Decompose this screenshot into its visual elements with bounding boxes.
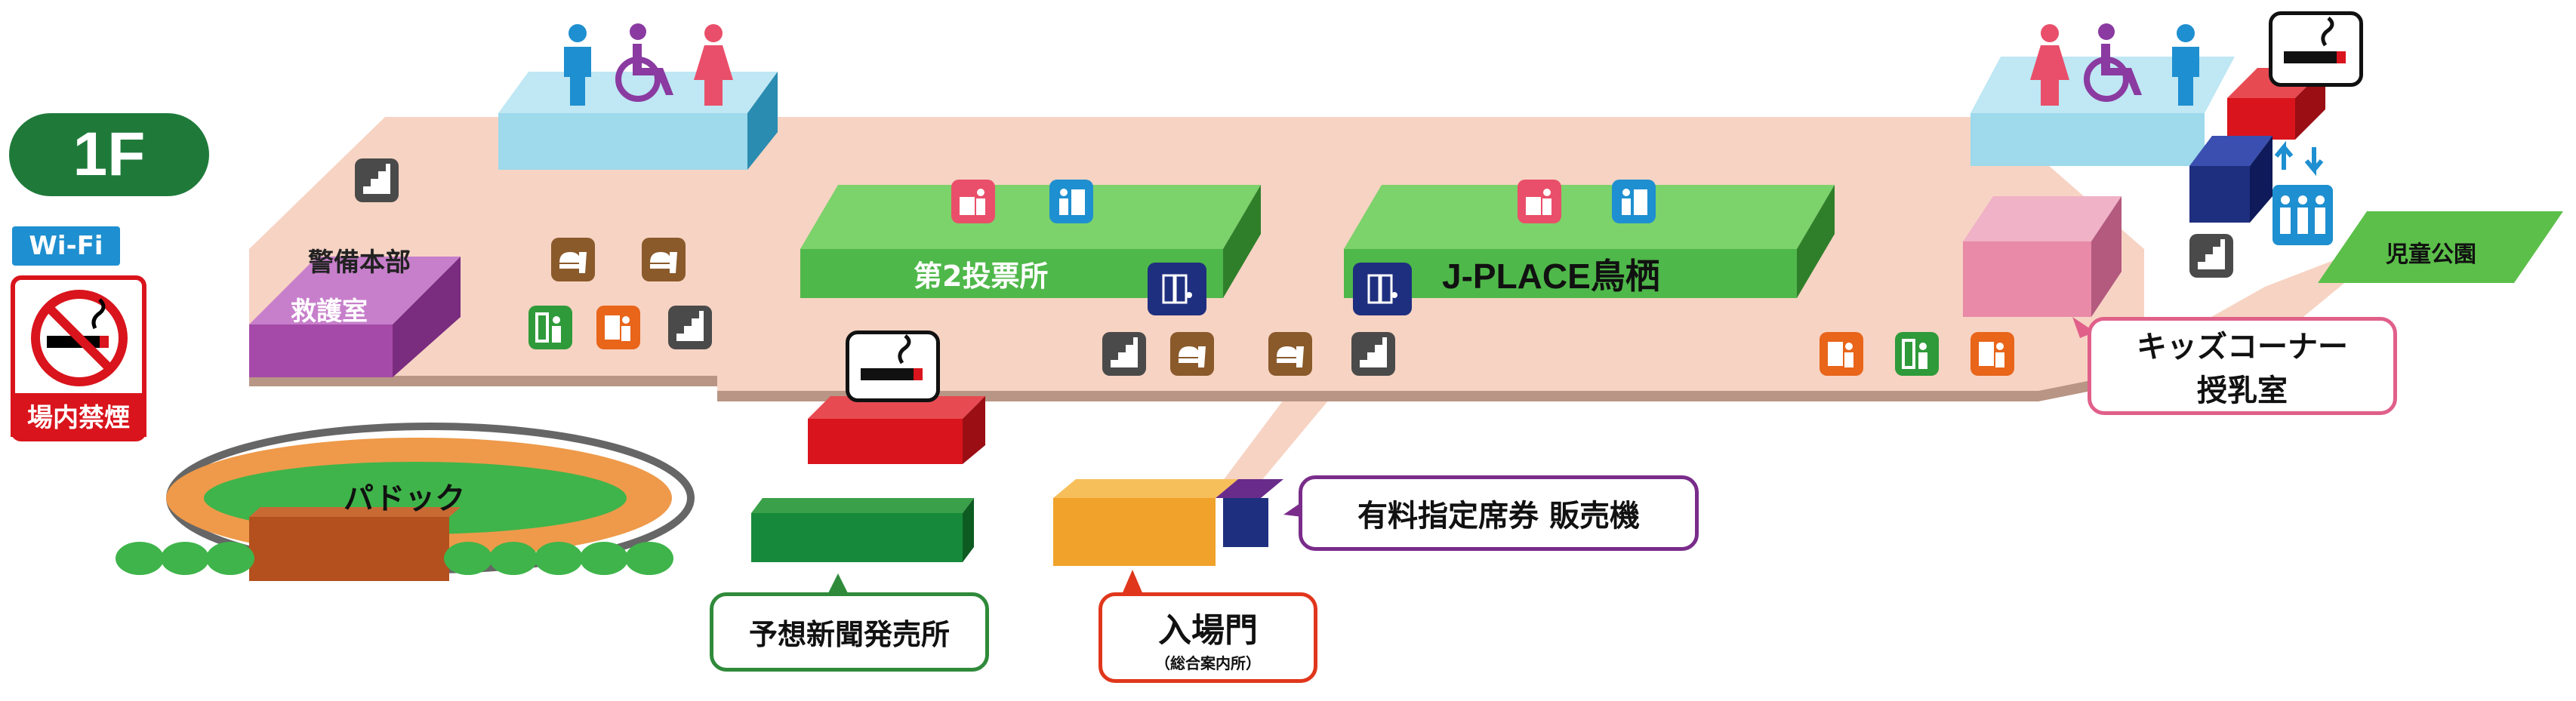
betting-machine-icon: [951, 180, 995, 223]
stairs-icon: [1351, 332, 1395, 376]
kids-corner-label: キッズコーナー: [2137, 330, 2348, 364]
ticket-vending-icon: [1820, 332, 1863, 376]
entrance-gate-callout: 入場門 （総合案内所）: [1098, 592, 1317, 683]
stairs-icon: [355, 158, 399, 202]
ticket-machine-callout: 有料指定席券 販売機: [1299, 475, 1699, 551]
entrance-gate-sub: （総合案内所）: [1155, 653, 1261, 672]
no-smoking-sign: 場内禁煙: [11, 275, 146, 441]
food-icon: [551, 238, 595, 281]
betting-machine-icon: [1518, 180, 1561, 223]
security-hq-label: 警備本部: [308, 248, 411, 278]
kids-park-label: 児童公園: [2386, 241, 2476, 268]
kids-corner-callout: キッズコーナー 授乳室: [2088, 317, 2397, 415]
entrance-gate-label: 入場門: [1158, 610, 1258, 650]
stairs-icon: [668, 306, 712, 349]
paddock-label: パドック: [344, 481, 466, 516]
floor-label: 1F: [72, 120, 146, 189]
ticket-vending-icon: [1971, 332, 2014, 376]
wheelchair-restroom-icon-right: [2084, 23, 2142, 102]
no-smoking-label: 場内禁煙: [27, 402, 130, 433]
wifi-label: Wi-Fi: [29, 231, 103, 261]
smoking-area-icon-right: [2269, 11, 2363, 87]
floor-badge: 1F: [9, 113, 209, 196]
ticket-vending-icon: [596, 306, 640, 349]
payout-icon: [1895, 332, 1939, 376]
female-restroom-icon-right: [2030, 24, 2069, 106]
stairs-icon: [1102, 332, 1146, 376]
elevator-icon: [2272, 140, 2333, 245]
wheelchair-restroom-icon: [615, 23, 673, 102]
locker-icon: [1148, 263, 1206, 315]
male-restroom-icon-right: [2172, 24, 2199, 106]
voting-2-label: 第2投票所: [914, 260, 1049, 293]
payout-icon: [528, 306, 572, 349]
newspaper-shop-label: 予想新聞発売所: [748, 618, 950, 651]
jplace-label: J-PLACE鳥栖: [1442, 257, 1660, 296]
nursing-room-label: 授乳室: [2197, 374, 2288, 408]
newspaper-shop-callout: 予想新聞発売所: [710, 592, 989, 672]
food-icon: [642, 238, 686, 281]
food-icon: [1170, 332, 1214, 376]
smoking-area-icon: [846, 331, 940, 402]
food-icon: [1268, 332, 1312, 376]
male-restroom-icon: [564, 24, 591, 106]
locker-icon: [1353, 263, 1412, 315]
atm-icon: [1612, 180, 1656, 223]
atm-icon: [1049, 180, 1093, 223]
ticket-machine-label: 有料指定席券 販売機: [1357, 499, 1640, 533]
wifi-badge: Wi-Fi: [12, 226, 120, 266]
stairs-icon: [2189, 234, 2233, 278]
female-restroom-icon: [694, 24, 733, 106]
no-smoking-icon: [31, 290, 128, 386]
first-aid-label: 救護室: [291, 297, 368, 327]
